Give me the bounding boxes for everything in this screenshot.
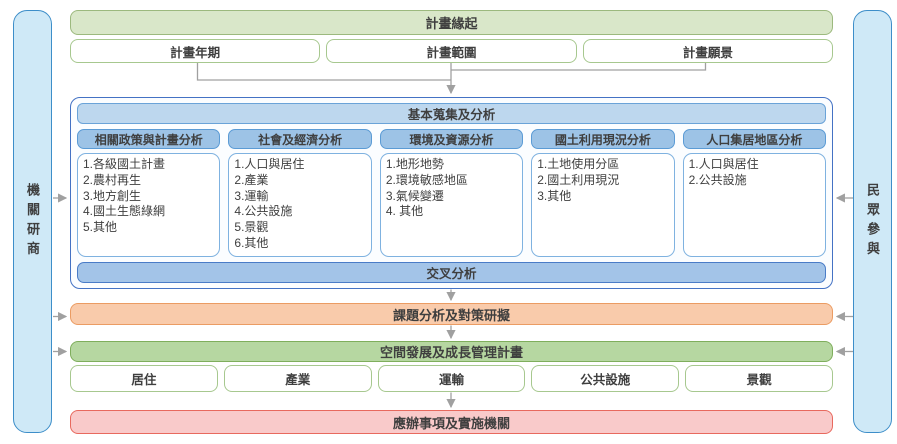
basic-analysis-container: 基本蒐集及分析 相關政策與計畫分析 1.各級國土計畫 2.農村再生 3.地方創生… [70,97,833,289]
population-settlement-analysis-list: 1.人口與居住 2.公共設施 [682,153,827,257]
list-item: 2.產業 [234,172,269,187]
spatial-development-header: 空間發展及成長管理計畫 [70,341,833,362]
basic-analysis-header: 基本蒐集及分析 [77,103,826,124]
list-item: 4. 其他 [385,204,424,219]
list-item: 4.國土生態綠網 [83,204,166,219]
land-use-status-analysis-list: 1.土地使用分區 2.國土利用現況 3.其他 [531,153,675,257]
list-item: 3.地方創生 [83,188,142,203]
list-item: 3.氣候變遷 [385,188,444,203]
list-item: 6.其他 [234,236,269,251]
list-item: 4.公共設施 [234,204,293,219]
land-use-status-analysis-column: 國土利用現況分析 1.土地使用分區 2.國土利用現況 3.其他 [531,129,675,257]
social-economic-analysis-list: 1.人口與居住 2.產業 3.運輸 4.公共設施 5.景觀 6.其他 [228,153,372,257]
list-item: 2.農村再生 [83,172,142,187]
list-item: 1.人口與居住 [234,157,305,171]
list-item: 3.運輸 [234,188,269,203]
list-item: 5.景觀 [234,220,269,235]
issues-strategy-bar: 課題分析及對策研擬 [70,303,833,325]
plan-scope-box: 計畫範圍 [326,39,577,63]
plan-origin-header: 計畫緣起 [70,10,833,35]
social-economic-analysis-column: 社會及經濟分析 1.人口與居住 2.產業 3.運輸 4.公共設施 5.景觀 6.… [228,129,372,257]
list-item: 1.人口與居住 [688,157,759,171]
plan-origin-items-row: 計畫年期 計畫範圍 計畫願景 [70,39,833,63]
social-economic-analysis-header: 社會及經濟分析 [228,129,372,149]
implementation-agency-bar: 應辦事項及實施機關 [70,410,833,434]
environment-resource-analysis-header: 環境及資源分析 [379,129,524,149]
land-use-status-analysis-header: 國土利用現況分析 [531,129,675,149]
list-item: 2.公共設施 [688,172,747,187]
list-item: 5.其他 [83,220,118,235]
public-participation-label: 民眾參與 [865,182,880,261]
environment-resource-analysis-column: 環境及資源分析 1.地形地勢 2.環境敏感地區 3.氣候變遷 4. 其他 [379,129,524,257]
list-item: 3.其他 [537,188,572,203]
policy-plan-analysis-list: 1.各級國土計畫 2.農村再生 3.地方創生 4.國土生態綠網 5.其他 [77,153,221,257]
agency-consultation-label: 機關研商 [25,182,40,261]
environment-resource-analysis-list: 1.地形地勢 2.環境敏感地區 3.氣候變遷 4. 其他 [379,153,524,257]
population-settlement-analysis-header: 人口集居地區分析 [682,129,827,149]
spatial-development-items-row: 居住 產業 運輸 公共設施 景觀 [70,365,833,392]
public-facilities-box: 公共設施 [531,365,680,392]
housing-box: 居住 [70,365,218,392]
plan-vision-box: 計畫願景 [582,39,833,63]
list-item: 1.各級國土計畫 [83,157,166,171]
transport-box: 運輸 [377,365,526,392]
list-item: 1.地形地勢 [385,157,444,171]
agency-consultation-sidebar: 機關研商 [13,10,52,433]
industry-box: 產業 [223,365,372,392]
policy-plan-analysis-header: 相關政策與計畫分析 [77,129,221,149]
landscape-box: 景觀 [685,365,833,392]
policy-plan-analysis-column: 相關政策與計畫分析 1.各級國土計畫 2.農村再生 3.地方創生 4.國土生態綠… [77,129,221,257]
list-item: 2.環境敏感地區 [385,172,468,187]
population-settlement-analysis-column: 人口集居地區分析 1.人口與居住 2.公共設施 [682,129,827,257]
list-item: 1.土地使用分區 [537,157,620,171]
list-item: 2.國土利用現況 [537,172,620,187]
public-participation-sidebar: 民眾參與 [853,10,892,433]
cross-analysis-bar: 交叉分析 [77,262,826,283]
analysis-columns: 相關政策與計畫分析 1.各級國土計畫 2.農村再生 3.地方創生 4.國土生態綠… [77,129,827,257]
plan-period-box: 計畫年期 [70,39,321,63]
